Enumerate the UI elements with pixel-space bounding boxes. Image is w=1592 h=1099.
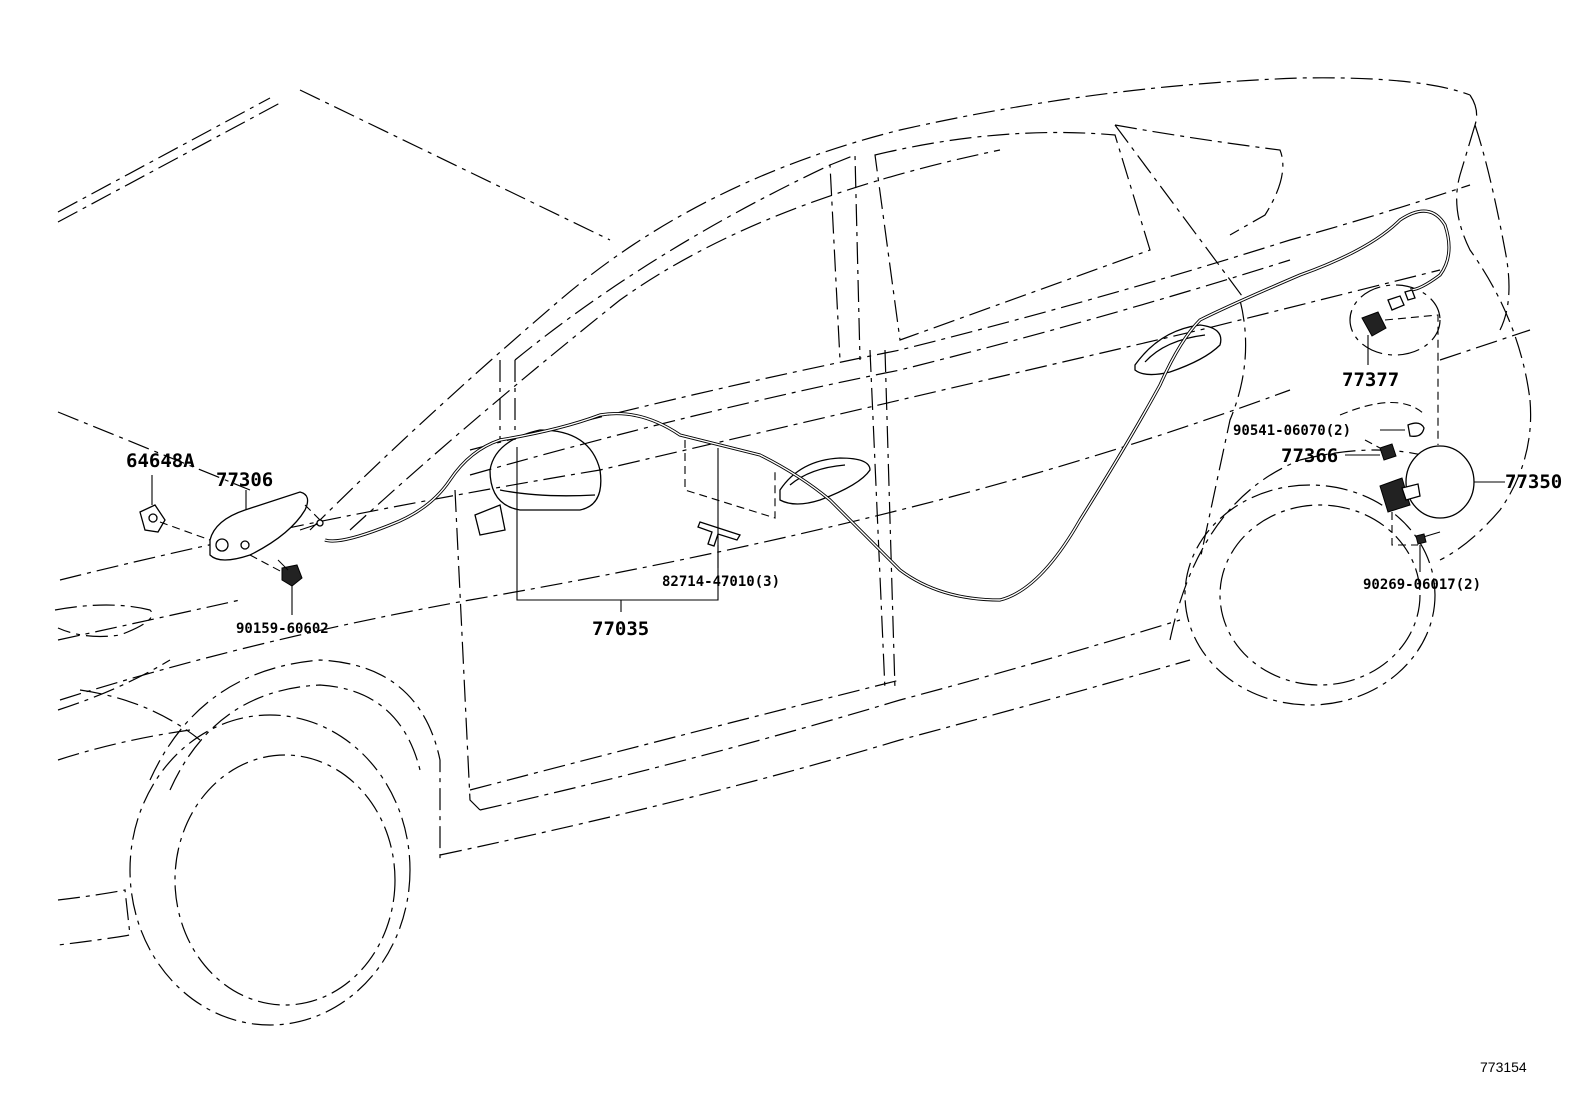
fuel-lid-77350 — [1405, 445, 1475, 519]
leader-lines — [151, 314, 1505, 615]
label-77035: 77035 — [592, 618, 649, 640]
label-77306: 77306 — [216, 469, 273, 491]
fuel-lid-hinge — [1379, 477, 1421, 513]
label-77350: 77350 — [1505, 471, 1562, 493]
label-82714-47010: 82714-47010(3) — [662, 574, 780, 590]
lever-77306 — [209, 491, 324, 561]
clip-77366 — [1379, 443, 1397, 461]
door-handles — [779, 324, 1222, 505]
grommet-90541-06070 — [1407, 422, 1425, 437]
clip-64648A — [139, 504, 166, 533]
bolt-90159-60602 — [277, 559, 303, 587]
label-90541-06070: 90541-06070(2) — [1233, 423, 1351, 439]
release-cable-77035 — [324, 209, 1451, 602]
clamp-82714-47010 — [697, 521, 741, 547]
label-77377: 77377 — [1342, 369, 1399, 391]
connector-77377 — [1361, 289, 1416, 337]
label-90159-60602: 90159-60602 — [236, 621, 329, 637]
label-77366: 77366 — [1281, 445, 1338, 467]
car-body-outline — [54, 77, 1532, 1026]
screw-90269-06017 — [1415, 531, 1441, 545]
label-90269-06017: 90269-06017(2) — [1363, 577, 1481, 593]
label-64648A: 64648A — [126, 450, 195, 472]
clamp-dash-box — [684, 440, 776, 519]
side-mirror — [474, 429, 602, 536]
diagram-id: 773154 — [1480, 1059, 1527, 1075]
